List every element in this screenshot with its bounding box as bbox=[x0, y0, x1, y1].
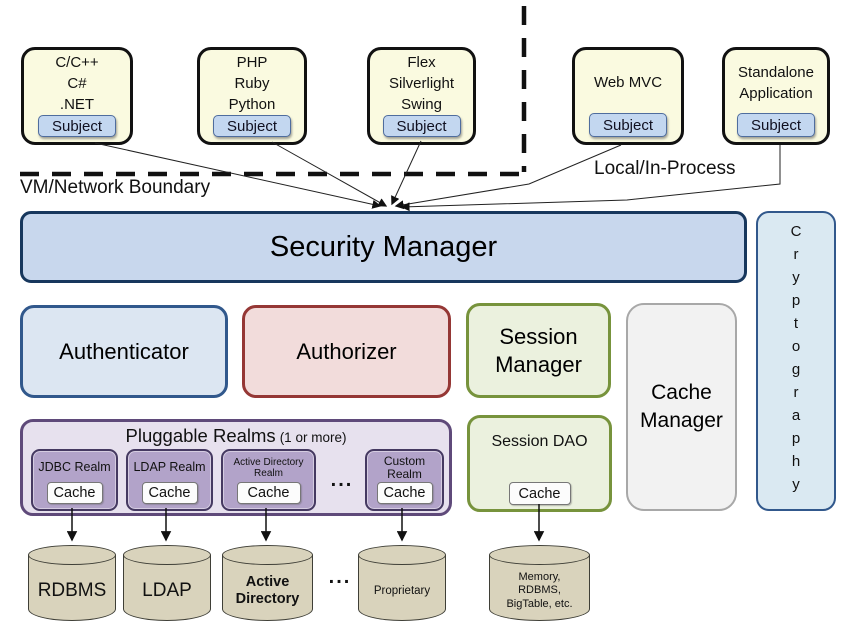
cylinder-body bbox=[28, 555, 116, 621]
arrow-rich-ui-to-secmgr bbox=[391, 140, 422, 206]
client-languages: Standalone Application bbox=[738, 50, 814, 113]
session-store-line: BigTable, etc. bbox=[506, 597, 573, 610]
client-box-rich-ui: Flex Silverlight Swing Subject bbox=[367, 47, 476, 145]
cryptography-box: Cryptography bbox=[756, 211, 836, 511]
client-languages: C/C++ C# .NET bbox=[55, 50, 98, 115]
authenticator-box: Authenticator bbox=[20, 305, 228, 398]
realm-custom: Custom Realm Cache bbox=[365, 449, 444, 511]
cylinder-body bbox=[489, 555, 590, 621]
client-box-standalone: Standalone Application Subject bbox=[722, 47, 830, 145]
datastore-ldap-label: LDAP bbox=[142, 580, 192, 601]
client-language: C# bbox=[67, 75, 87, 92]
datastore-session-store-label: Memory, RDBMS, BigTable, etc. bbox=[491, 567, 588, 615]
client-language: Standalone bbox=[738, 63, 814, 81]
cylinder-top bbox=[123, 545, 211, 565]
client-box-native: C/C++ C# .NET Subject bbox=[21, 47, 133, 145]
datastore-session-store: Memory, RDBMS, BigTable, etc. bbox=[489, 545, 590, 621]
realm-ldap: LDAP Realm Cache bbox=[126, 449, 213, 511]
cache-manager-box: Cache Manager bbox=[626, 303, 737, 511]
session-manager-box: Session Manager bbox=[466, 303, 611, 398]
pluggable-realms-container: Pluggable Realms(1 or more) JDBC Realm C… bbox=[20, 419, 452, 516]
session-dao-label: Session DAO bbox=[491, 433, 588, 450]
client-language: Python bbox=[228, 96, 276, 113]
realm-active-directory-label: Active Directory Realm bbox=[233, 456, 304, 479]
cache-manager-label: Cache Manager bbox=[640, 381, 723, 432]
realm-active-directory-cache-badge: Cache bbox=[236, 482, 301, 504]
realm-active-directory: Active Directory Realm Cache bbox=[221, 449, 316, 511]
authorizer-label: Authorizer bbox=[296, 338, 397, 364]
client-box-scripting: PHP Ruby Python Subject bbox=[197, 47, 307, 145]
client-language: Flex bbox=[407, 54, 436, 71]
authenticator-label: Authenticator bbox=[59, 338, 189, 364]
datastore-ldap: LDAP bbox=[123, 545, 211, 621]
pluggable-realms-title-suffix: (1 or more) bbox=[279, 430, 347, 445]
security-manager-box: Security Manager bbox=[20, 211, 747, 283]
session-dao-box: Session DAO Cache bbox=[467, 415, 612, 512]
datastores-ellipsis: ... bbox=[328, 566, 352, 588]
realm-custom-label: Custom Realm bbox=[383, 453, 426, 481]
cylinder-body bbox=[358, 555, 446, 621]
cylinder-top bbox=[358, 545, 446, 565]
client-language: .NET bbox=[59, 96, 95, 113]
client-language: Ruby bbox=[234, 75, 270, 92]
realm-custom-cache-badge: Cache bbox=[376, 482, 433, 504]
client-languages: Web MVC bbox=[594, 50, 662, 113]
datastore-proprietary: Proprietary bbox=[358, 545, 446, 621]
datastore-rdbms: RDBMS bbox=[28, 545, 116, 621]
subject-badge: Subject bbox=[213, 115, 291, 137]
subject-badge: Subject bbox=[589, 113, 667, 137]
client-language: Silverlight bbox=[388, 75, 455, 92]
client-box-web-mvc: Web MVC Subject bbox=[572, 47, 684, 145]
subject-badge: Subject bbox=[382, 115, 461, 137]
datastore-active-directory-label: Active Directory bbox=[235, 574, 300, 607]
authorizer-box: Authorizer bbox=[242, 305, 451, 398]
session-store-line: RDBMS, bbox=[518, 584, 561, 597]
cylinder-top bbox=[28, 545, 116, 565]
cylinder-top bbox=[489, 545, 590, 565]
datastore-rdbms-label: RDBMS bbox=[37, 580, 107, 601]
client-language: Swing bbox=[401, 96, 442, 113]
realm-ldap-label: LDAP Realm bbox=[133, 460, 206, 474]
client-language: PHP bbox=[236, 54, 268, 71]
session-store-line: Memory, bbox=[518, 570, 561, 583]
cylinder-top bbox=[222, 545, 313, 565]
session-dao-cache-badge: Cache bbox=[508, 482, 571, 505]
client-languages: Flex Silverlight Swing bbox=[389, 50, 454, 115]
pluggable-realms-title: Pluggable Realms(1 or more) bbox=[23, 425, 449, 447]
subject-badge: Subject bbox=[38, 115, 116, 137]
cylinder-body bbox=[123, 555, 211, 621]
vm-network-boundary-label: VM/Network Boundary bbox=[20, 177, 211, 198]
realm-jdbc: JDBC Realm Cache bbox=[31, 449, 118, 511]
realm-jdbc-label: JDBC Realm bbox=[38, 460, 111, 474]
local-in-process-label: Local/In-Process bbox=[594, 158, 736, 179]
subject-badge: Subject bbox=[737, 113, 815, 137]
client-language: C/C++ bbox=[55, 54, 99, 71]
pluggable-realms-title-main: Pluggable Realms bbox=[125, 425, 276, 446]
datastore-active-directory: Active Directory bbox=[222, 545, 313, 621]
datastore-proprietary-label: Proprietary bbox=[373, 585, 431, 597]
arrow-scripting-to-secmgr bbox=[271, 141, 388, 207]
security-manager-label: Security Manager bbox=[269, 230, 498, 263]
realm-jdbc-cache-badge: Cache bbox=[46, 482, 103, 504]
realm-ldap-cache-badge: Cache bbox=[141, 482, 198, 504]
cryptography-label: Cryptography bbox=[787, 223, 805, 499]
realms-ellipsis: ... bbox=[330, 469, 354, 491]
client-languages: PHP Ruby Python bbox=[229, 50, 276, 115]
client-language: Application bbox=[739, 84, 813, 102]
arrow-web-mvc-to-secmgr bbox=[394, 144, 622, 210]
cylinder-body bbox=[222, 555, 313, 621]
client-language: Web MVC bbox=[593, 74, 663, 91]
session-manager-label: Session Manager bbox=[495, 323, 582, 377]
